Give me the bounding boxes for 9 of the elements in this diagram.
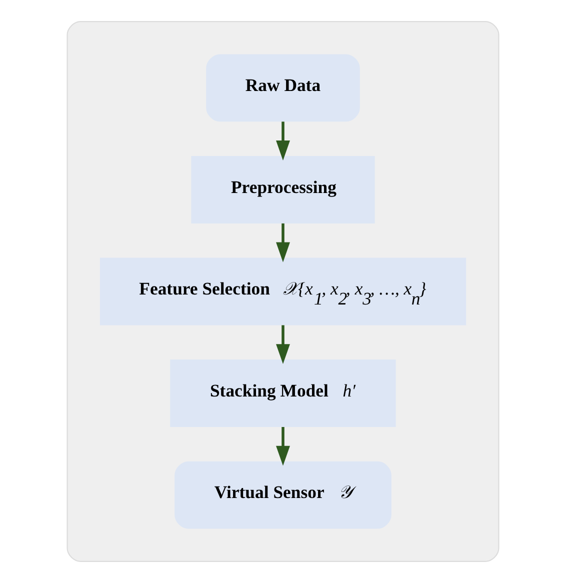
arrow bbox=[276, 426, 290, 466]
node-box: Stacking Model h′ bbox=[170, 360, 396, 428]
node-box: Virtual Sensor 𝒴 bbox=[174, 461, 391, 529]
arrow bbox=[276, 223, 290, 262]
node-box: Preprocessing bbox=[190, 156, 374, 224]
cluster bbox=[66, 21, 499, 562]
node-box: Raw Data bbox=[206, 54, 360, 122]
arrow bbox=[276, 325, 290, 364]
arrow bbox=[276, 122, 290, 160]
